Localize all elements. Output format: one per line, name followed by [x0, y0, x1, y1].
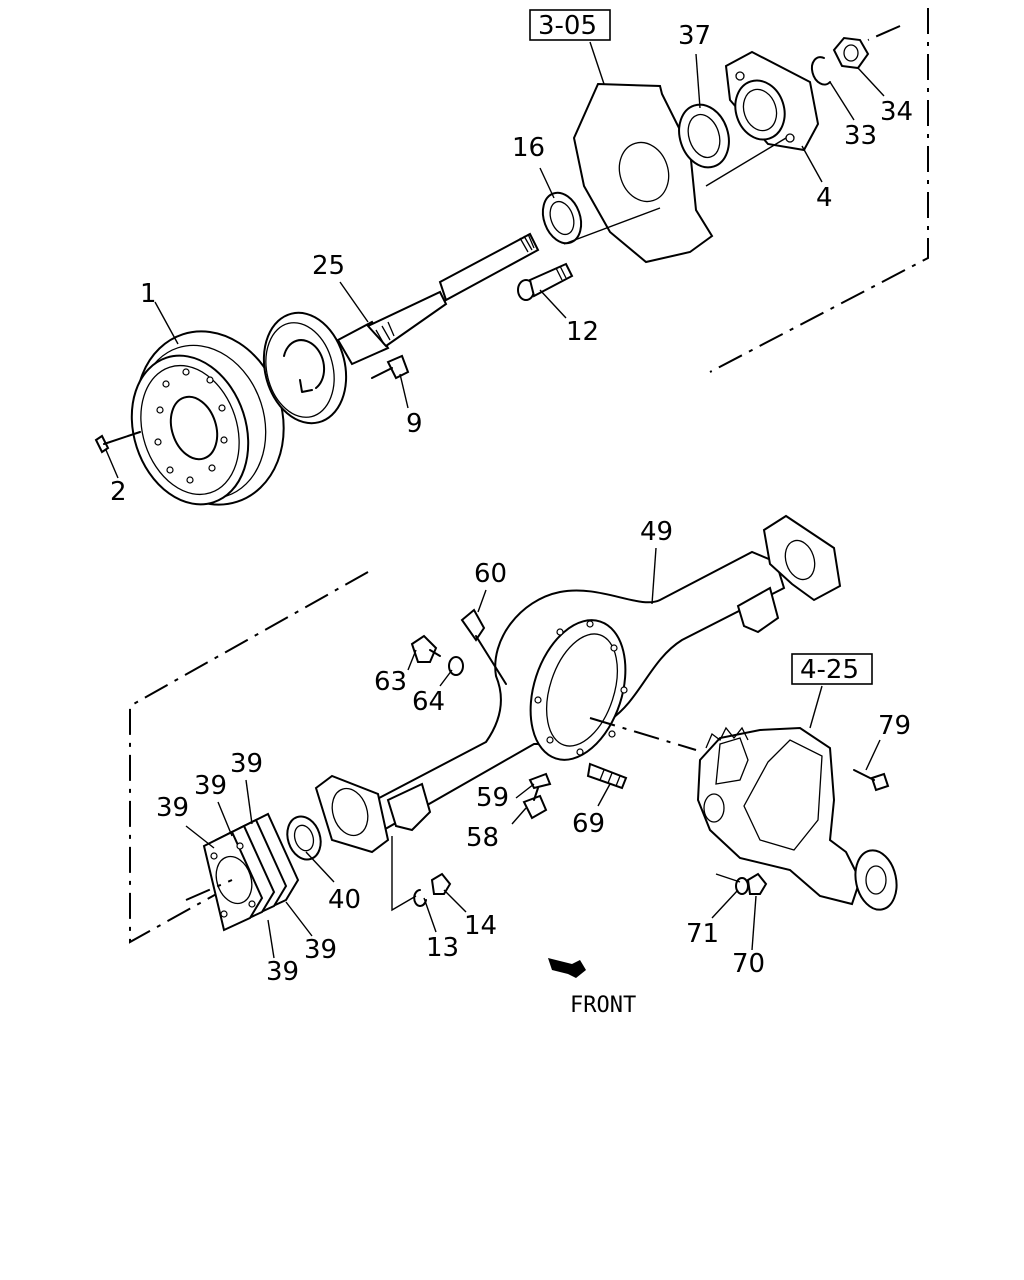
callout-16: 16 — [512, 133, 545, 163]
carrier-bolt — [853, 769, 890, 792]
callout-60: 60 — [474, 559, 507, 589]
callout-64: 64 — [412, 687, 445, 717]
ref-box-4-25 — [791, 653, 873, 685]
lock-washer — [413, 889, 427, 907]
callout-2: 2 — [110, 477, 127, 507]
top-frame-link — [867, 25, 901, 41]
front-label: FRONT — [570, 993, 636, 1018]
hub-bolt — [371, 354, 410, 380]
callout-70: 70 — [732, 949, 765, 979]
top-leaders — [105, 41, 885, 479]
callout-9: 9 — [406, 409, 423, 439]
callout-63: 63 — [374, 667, 407, 697]
bottom-frame-line — [129, 571, 369, 944]
bottom-leaders — [185, 547, 881, 959]
drum-screw — [94, 431, 141, 454]
carrier-washer — [735, 877, 749, 895]
callout-79: 79 — [878, 711, 911, 741]
top-assembly — [94, 8, 929, 506]
brake-drum — [130, 330, 285, 506]
carrier-stud — [586, 762, 628, 790]
callout-39-e: 39 — [266, 957, 299, 987]
lock-nut — [832, 36, 870, 70]
callout-58: 58 — [466, 823, 499, 853]
wheel-bearing — [678, 103, 730, 169]
front-arrow-icon — [548, 958, 586, 978]
snap-ring — [810, 56, 831, 86]
top-frame-line — [709, 8, 929, 373]
callout-39-c: 39 — [230, 749, 263, 779]
axle-shaft — [438, 232, 540, 302]
callout-59: 59 — [476, 783, 509, 813]
callout-4: 4 — [816, 183, 833, 213]
callout-69: 69 — [572, 809, 605, 839]
ref-label-3-05: 3-05 — [538, 11, 597, 41]
callout-49: 49 — [640, 517, 673, 547]
oil-seal — [541, 191, 583, 245]
axle-housing — [314, 514, 842, 854]
carrier-centerline — [589, 717, 697, 751]
callout-14: 14 — [464, 911, 497, 941]
bottom-assembly — [129, 514, 898, 978]
callout-33: 33 — [844, 121, 877, 151]
callout-25: 25 — [312, 251, 345, 281]
callout-39-b: 39 — [194, 771, 227, 801]
callout-71: 71 — [686, 919, 719, 949]
callout-1: 1 — [140, 279, 157, 309]
shim-stack — [202, 812, 300, 932]
dust-shield — [572, 82, 714, 264]
bearing-retainer — [724, 50, 820, 152]
callout-12: 12 — [566, 317, 599, 347]
differential-carrier — [696, 726, 898, 911]
callout-34: 34 — [880, 97, 913, 127]
backing-bolt — [517, 262, 574, 301]
shim-centerline — [185, 879, 233, 901]
callout-37: 37 — [678, 21, 711, 51]
callout-13: 13 — [426, 933, 459, 963]
flange-nut — [430, 872, 452, 895]
callout-40: 40 — [328, 885, 361, 915]
callout-39-d: 39 — [304, 935, 337, 965]
housing-bearing — [286, 815, 322, 861]
ref-box-3-05 — [529, 9, 611, 41]
housing-washer — [448, 656, 464, 676]
plug-gasket — [528, 772, 552, 790]
housing-bolt — [410, 634, 441, 663]
drain-plug — [522, 787, 548, 820]
axle-shaft-flange — [262, 290, 448, 425]
callout-numbers: 1 2 4 9 12 13 14 16 25 33 34 37 39 39 39… — [110, 21, 913, 987]
breather — [460, 608, 507, 685]
carrier-nut — [746, 872, 768, 895]
callout-39-a: 39 — [156, 793, 189, 823]
ref-label-4-25: 4-25 — [800, 655, 859, 685]
